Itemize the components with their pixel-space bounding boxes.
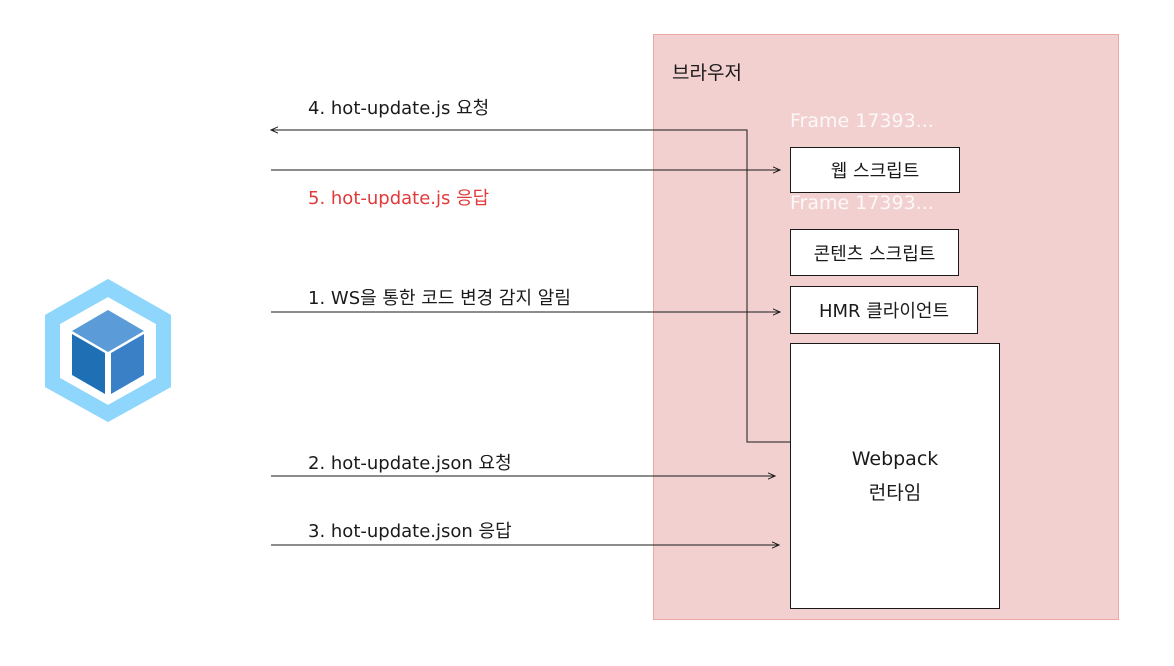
- runtime-label-line2: 런타임: [868, 482, 922, 504]
- label-step1: 1. WS을 통한 코드 변경 감지 알림: [308, 288, 571, 309]
- runtime-label-line1: Webpack: [851, 448, 939, 470]
- label-step3: 3. hot-update.json 응답: [308, 521, 512, 542]
- hmr-client-label: HMR 클라이언트: [818, 301, 950, 322]
- webpack-runtime-box[interactable]: Webpack 런타임: [790, 343, 1000, 609]
- hmr-client-box[interactable]: HMR 클라이언트: [790, 286, 978, 334]
- browser-title: 브라우저: [672, 62, 742, 84]
- label-step4: 4. hot-update.js 요청: [308, 98, 490, 119]
- content-script-label: 콘텐츠 스크립트: [813, 243, 936, 265]
- label-step2: 2. hot-update.json 요청: [308, 453, 512, 474]
- label-step5: 5. hot-update.js 응답: [308, 188, 490, 209]
- web-script-box[interactable]: 웹 스크립트: [790, 147, 960, 193]
- content-script-box[interactable]: 콘텐츠 스크립트: [790, 229, 959, 276]
- web-script-label: 웹 스크립트: [830, 161, 920, 182]
- arrow-step4: [271, 130, 790, 443]
- ghost-label-1: Frame 17393...: [790, 110, 934, 132]
- ghost-label-2: Frame 17393...: [790, 192, 934, 214]
